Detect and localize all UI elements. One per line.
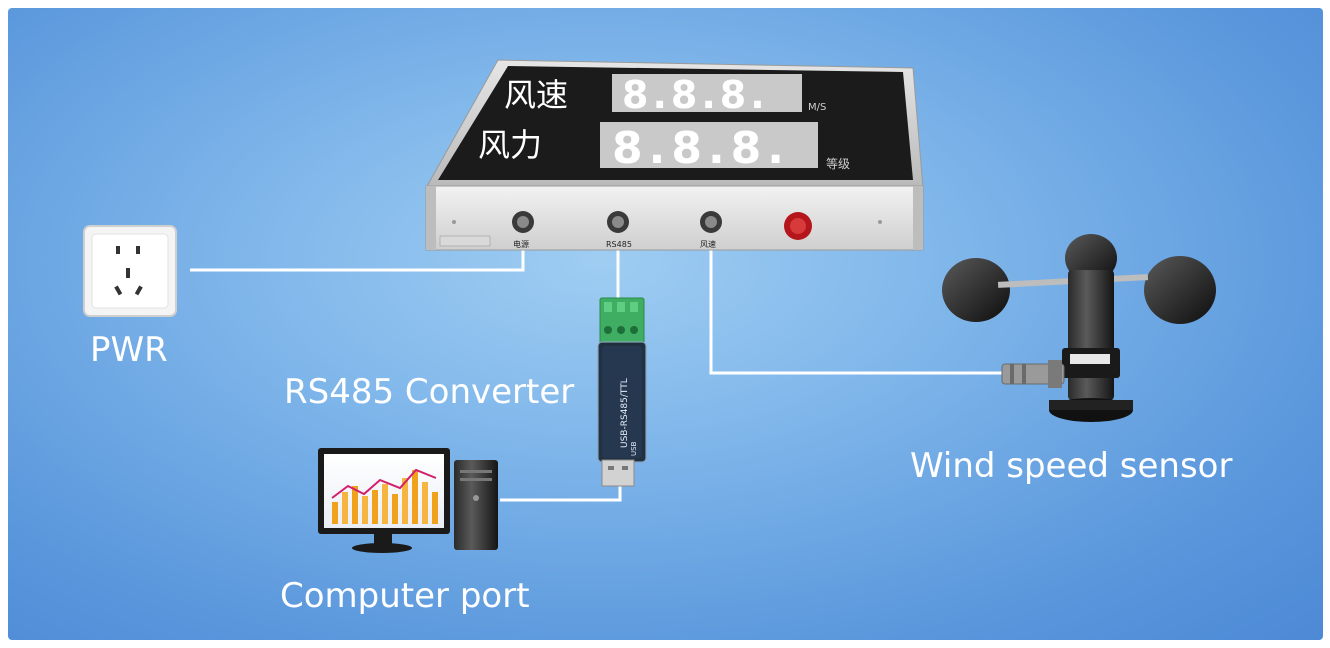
rs485-converter: USB-RS485/TTL USB — [597, 297, 647, 487]
rs485-port: RS485 — [606, 211, 632, 249]
sensor-cup-right — [1144, 256, 1216, 324]
fuse-holder — [784, 212, 812, 240]
sensor-cup-left — [942, 258, 1010, 322]
rs485-port-label: RS485 — [606, 240, 632, 249]
power-port: 电源 — [512, 211, 534, 249]
wires — [190, 250, 1003, 502]
usb-plug — [601, 459, 635, 487]
front-panel — [425, 185, 924, 251]
pc-tower — [454, 460, 498, 550]
serial-sticker — [439, 235, 491, 247]
wind-speed-sensor-label: Wind speed sensor — [910, 446, 1233, 486]
sensor-wire — [709, 250, 1003, 375]
monitor-stand — [352, 543, 412, 553]
display-row1-title: 风速 — [504, 76, 568, 114]
display-row2-unit: 等级 — [826, 157, 850, 171]
display-row1-digits: 8.8.8. — [622, 73, 769, 117]
diagram-canvas: 风速 8.8.8. M/S 风力 8.8.8. 等级 电源 RS485 — [8, 8, 1323, 640]
display-row2-digits: 8.8.8. — [612, 123, 790, 174]
diagram-svg: 风速 8.8.8. M/S 风力 8.8.8. 等级 电源 RS485 — [83, 59, 1216, 553]
display-row2-title: 风力 — [478, 126, 542, 164]
wind-display-unit: 风速 8.8.8. M/S 风力 8.8.8. 等级 电源 RS485 — [425, 59, 924, 251]
sensor-port: 风速 — [700, 211, 722, 249]
power-port-label: 电源 — [513, 239, 529, 249]
sensor-port-label: 风速 — [700, 240, 716, 249]
computer-wire — [500, 486, 622, 502]
computer-port-label: Computer port — [280, 576, 530, 616]
computer — [318, 448, 498, 553]
sensor-body — [1068, 270, 1114, 400]
rs485-converter-label: RS485 Converter — [284, 372, 575, 412]
power-wire — [190, 250, 525, 272]
pwr-label: PWR — [90, 330, 168, 370]
wind-speed-sensor — [942, 234, 1216, 422]
converter-side-text: USB-RS485/TTL — [620, 378, 630, 448]
converter-usb-text: USB — [630, 441, 638, 456]
screen-chart — [331, 468, 438, 524]
display-row1-unit: M/S — [808, 102, 826, 113]
power-socket — [83, 225, 177, 317]
